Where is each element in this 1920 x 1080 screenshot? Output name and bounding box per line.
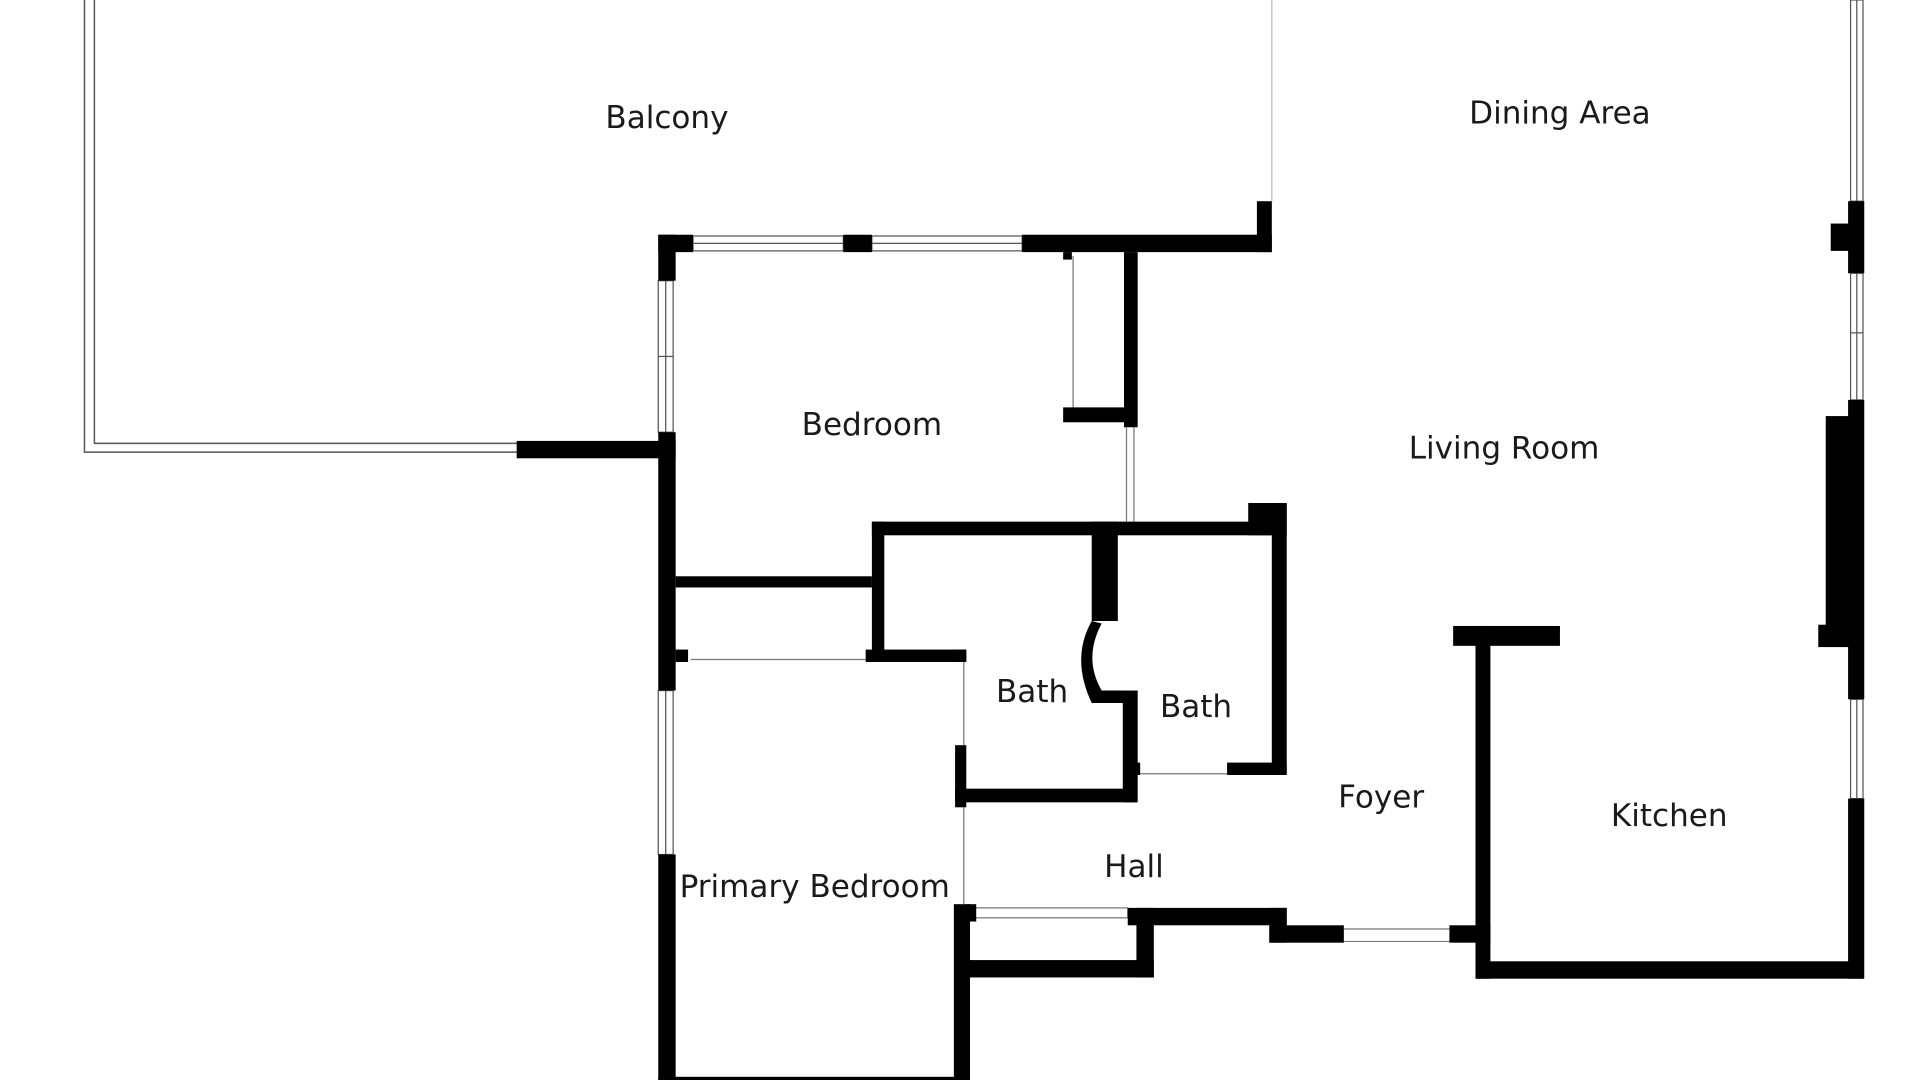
- room-label-balcony: Balcony: [605, 100, 728, 136]
- room-label-bath-2: Bath: [1160, 689, 1232, 725]
- room-label-foyer: Foyer: [1338, 780, 1424, 816]
- balcony-railing: [83, 0, 520, 453]
- room-label-hall: Hall: [1104, 849, 1164, 885]
- room-label-bedroom: Bedroom: [802, 407, 942, 443]
- room-label-kitchen: Kitchen: [1611, 798, 1728, 834]
- bedroom-windows: [657, 235, 1023, 856]
- room-label-living-room: Living Room: [1409, 431, 1600, 467]
- room-label-bath-1: Bath: [996, 674, 1068, 710]
- room-label-dining-area: Dining Area: [1469, 95, 1651, 131]
- room-label-primary-bedroom: Primary Bedroom: [680, 869, 950, 905]
- walls: [516, 201, 1865, 1080]
- interior-thin-lines: [690, 255, 1450, 943]
